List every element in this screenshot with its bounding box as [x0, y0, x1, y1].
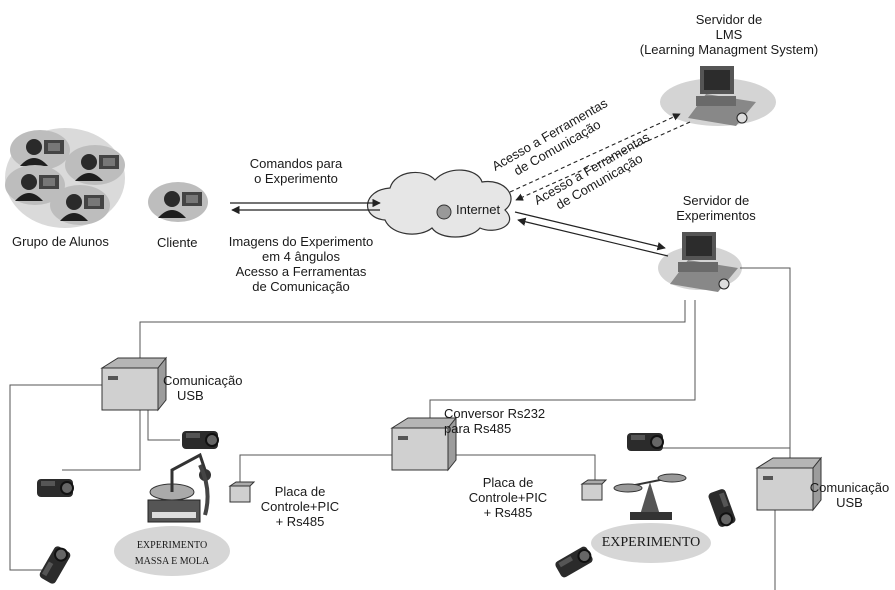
balance-apparatus — [613, 473, 687, 520]
label-line: Comunicação — [809, 480, 890, 495]
label-line: + Rs485 — [275, 514, 325, 529]
control-board-right-label: Placa de Controle+PIC + Rs485 — [460, 475, 556, 520]
experiment-right-label: EXPERIMENTO — [601, 535, 701, 550]
label-line: Servidor de — [682, 193, 750, 208]
label-line: Controle+PIC — [260, 499, 340, 514]
camera-icon — [181, 430, 219, 450]
label-line: Imagens do Experimento — [228, 234, 374, 249]
usb-left-label: Comunicação USB — [163, 373, 243, 403]
label-line: Experimentos — [676, 208, 756, 223]
student-group-label: Grupo de Alunos — [12, 234, 109, 249]
label-line: EXPERIMENTO — [136, 540, 208, 551]
label-line: Comunicação — [163, 373, 243, 388]
experiment-ellipse-left — [114, 526, 230, 576]
experiment-ellipse-right — [591, 523, 711, 563]
label-line: MASSA E MOLA — [134, 556, 210, 567]
label-line: Acesso a Ferramentas — [235, 264, 367, 279]
commands-label: Comandos para o Experimento — [236, 156, 356, 186]
control-board-left-label: Placa de Controle+PIC + Rs485 — [255, 484, 345, 529]
student-group-illustration — [5, 128, 125, 228]
internet-label: Internet — [456, 202, 501, 217]
label-line: USB — [836, 495, 863, 510]
label-line: Conversor Rs232 — [444, 406, 546, 421]
control-board-right — [581, 479, 607, 501]
label-line: (Learning Managment System) — [639, 42, 819, 57]
label-line: Comandos para — [249, 156, 343, 171]
label-line: o Experimento — [254, 171, 338, 186]
camera-icon — [552, 544, 596, 580]
experiment-left-label: EXPERIMENTO MASSA E MOLA — [114, 538, 230, 570]
converter-label: Conversor Rs232 para Rs485 — [444, 406, 545, 436]
label-line: + Rs485 — [483, 505, 533, 520]
label-line: Placa de — [274, 484, 326, 499]
experiment-server-illustration — [658, 231, 742, 293]
camera-icon — [626, 432, 664, 452]
label-line: Controle+PIC — [468, 490, 548, 505]
client-label: Cliente — [157, 235, 198, 250]
camera-icon — [706, 487, 738, 529]
label-line: Servidor de — [695, 12, 763, 27]
label-line: de Comunicação — [252, 279, 350, 294]
camera-icon — [37, 543, 73, 587]
label-line: LMS — [715, 27, 743, 42]
usb-box-left — [101, 357, 167, 411]
mass-spring-apparatus — [147, 452, 211, 523]
experiment-server-label: Servidor de Experimentos — [656, 193, 776, 223]
client-illustration — [148, 182, 208, 222]
internet-cloud — [367, 169, 512, 238]
label-line: em 4 ângulos — [261, 249, 341, 264]
lms-server-label: Servidor de LMS (Learning Managment Syst… — [614, 12, 844, 57]
label-line: Placa de — [482, 475, 534, 490]
label-line: USB — [177, 388, 204, 403]
images-label: Imagens do Experimento em 4 ângulos Aces… — [216, 234, 386, 294]
camera-icon — [36, 478, 74, 498]
label-line: para Rs485 — [444, 421, 512, 436]
lms-server-illustration — [660, 65, 776, 127]
usb-right-label: Comunicação USB — [807, 480, 892, 510]
control-board-left — [229, 481, 255, 503]
